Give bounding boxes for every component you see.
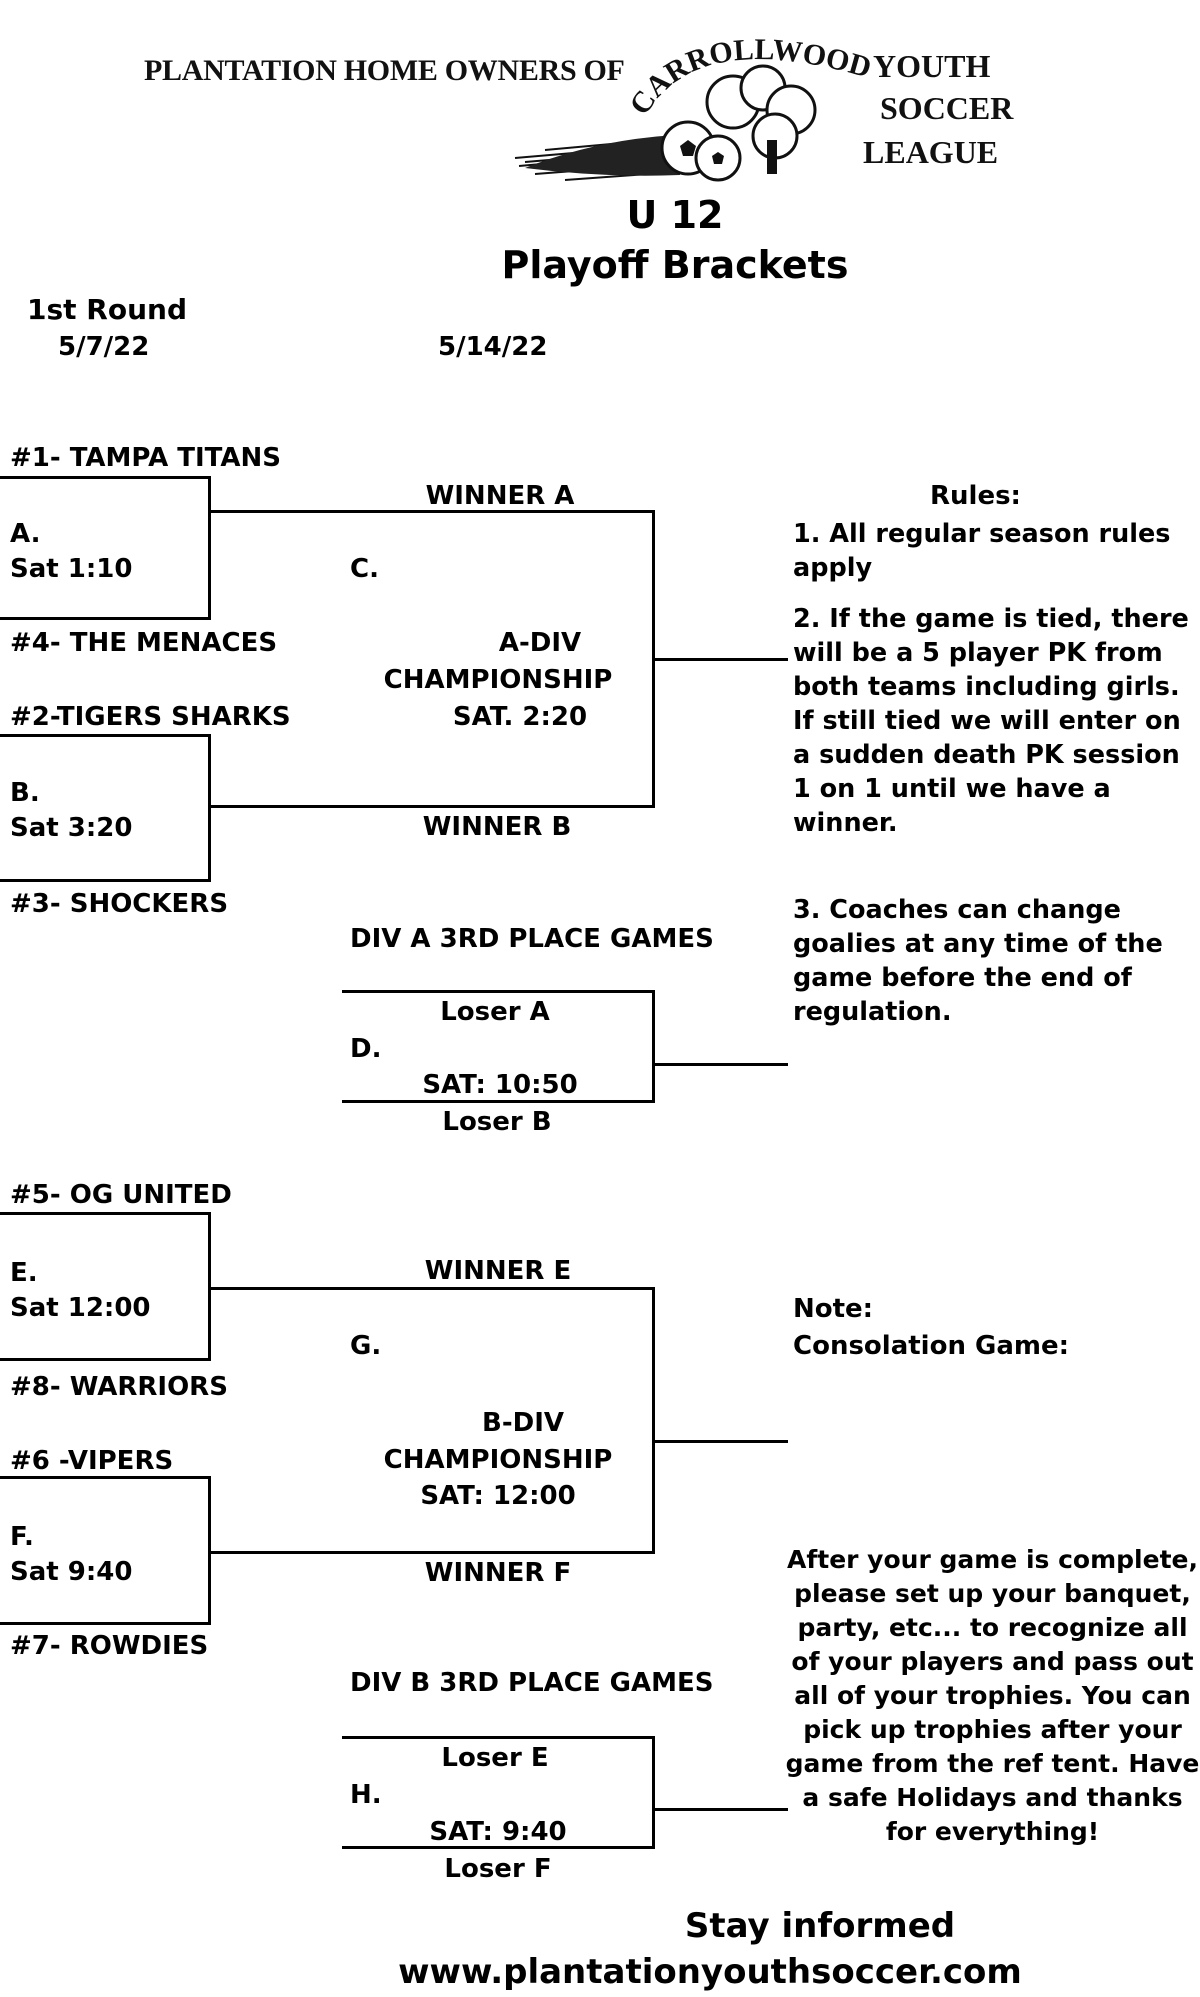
- bracket-line: [0, 1212, 210, 1215]
- bracket-line: [342, 1736, 655, 1739]
- bracket-line: [342, 1846, 655, 1849]
- bracket-line: [209, 1551, 655, 1554]
- consolation-label: Consolation Game:: [793, 1331, 1070, 1361]
- bracket-line: [655, 1440, 788, 1443]
- round-label: 1st Round: [27, 293, 187, 326]
- bracket-line: [342, 990, 655, 993]
- team-vipers: #6 -VIPERS: [10, 1446, 174, 1476]
- rule-2: 2. If the game is tied, there will be a …: [793, 604, 1189, 838]
- game-e-letter: E.: [10, 1258, 38, 1288]
- bracket-line: [655, 1063, 788, 1066]
- age-group-title: U 12: [626, 193, 724, 237]
- logo-right-line1: YOUTH: [873, 48, 991, 84]
- bracket-line: [652, 510, 655, 808]
- team-tampa-titans: #1- TAMPA TITANS: [10, 443, 282, 473]
- winner-f-label: WINNER F: [424, 1558, 572, 1588]
- a-championship-label: CHAMPIONSHIP: [383, 665, 613, 695]
- logo-right-line2: SOCCER: [880, 90, 1014, 126]
- bracket-line: [209, 805, 655, 808]
- team-warriors: #8- WARRIORS: [10, 1372, 228, 1402]
- game-b-time: Sat 3:20: [10, 813, 133, 843]
- game-g-letter: G.: [350, 1331, 382, 1361]
- game-d-letter: D.: [350, 1034, 382, 1064]
- bracket-line: [0, 617, 211, 620]
- game-c-letter: C.: [350, 554, 379, 584]
- game-a-letter: A.: [10, 519, 41, 549]
- svg-text:CARROLLWOOD: CARROLLWOOD: [625, 33, 875, 121]
- note-label: Note:: [793, 1294, 874, 1324]
- winner-b-label: WINNER B: [422, 812, 572, 842]
- logo-arc-text: CARROLLWOOD: [625, 33, 875, 121]
- closing-message: After your game is complete, please set …: [785, 1545, 1200, 1846]
- div-a-third-title: DIV A 3RD PLACE GAMES: [350, 924, 714, 954]
- team-og-united: #5- OG UNITED: [10, 1180, 232, 1210]
- team-the-menaces: #4- THE MENACES: [10, 628, 278, 658]
- bracket-line: [0, 1476, 210, 1479]
- soccer-balls-graphic: [514, 64, 817, 182]
- bracket-line: [655, 658, 788, 661]
- bracket-line: [652, 1736, 655, 1849]
- bracket-line: [209, 1287, 655, 1290]
- stay-informed: Stay informed: [684, 1906, 956, 1946]
- bracket-line: [0, 879, 211, 882]
- game-b-letter: B.: [10, 778, 40, 808]
- rules-heading: Rules:: [930, 481, 1021, 511]
- game-a-time: Sat 1:10: [10, 554, 133, 584]
- bracket-line: [0, 1358, 211, 1361]
- rule-1: 1. All regular season rules apply: [793, 519, 1171, 583]
- bracket-line: [208, 476, 211, 619]
- rule-3: 3. Coaches can change goalies at any tim…: [793, 895, 1163, 1027]
- loser-a-label: Loser A: [440, 997, 550, 1027]
- a-championship-time: SAT. 2:20: [452, 702, 588, 732]
- bracket-line: [652, 1287, 655, 1554]
- bracket-line: [0, 476, 210, 479]
- div-b-third-title: DIV B 3RD PLACE GAMES: [350, 1668, 714, 1698]
- round2-date: 5/14/22: [438, 332, 548, 362]
- bracket-line: [652, 990, 655, 1103]
- game-f-time: Sat 9:40: [10, 1557, 133, 1587]
- div-a-third-time: SAT: 10:50: [422, 1070, 578, 1100]
- game-f-letter: F.: [10, 1522, 34, 1552]
- bracket-line: [655, 1808, 788, 1811]
- b-championship-label: CHAMPIONSHIP: [383, 1445, 613, 1475]
- bracket-line: [208, 1476, 211, 1624]
- winner-e-label: WINNER E: [424, 1256, 572, 1286]
- bracket-line: [0, 734, 210, 737]
- bracket-line: [342, 1100, 655, 1103]
- b-div-label: B-DIV: [482, 1408, 564, 1438]
- team-shockers: #3- SHOCKERS: [10, 889, 229, 919]
- bracket-line: [208, 1212, 211, 1361]
- website-url[interactable]: www.plantationyouthsoccer.com: [398, 1952, 1022, 1992]
- b-championship-time: SAT: 12:00: [420, 1481, 576, 1511]
- bracket-line: [209, 510, 655, 513]
- div-b-third-time: SAT: 9:40: [429, 1817, 567, 1847]
- bracket-line: [0, 1622, 211, 1625]
- logo-left-text: PLANTATION HOME OWNERS OF: [144, 54, 625, 87]
- loser-f-label: Loser F: [444, 1854, 552, 1884]
- round1-date: 5/7/22: [58, 332, 150, 362]
- loser-e-label: Loser E: [441, 1743, 549, 1773]
- loser-b-label: Loser B: [442, 1107, 552, 1137]
- page-title: Playoff Brackets: [501, 243, 849, 287]
- team-tigers-sharks: #2-TIGERS SHARKS: [10, 702, 291, 732]
- winner-a-label: WINNER A: [425, 481, 575, 511]
- game-h-letter: H.: [350, 1780, 382, 1810]
- a-div-label: A-DIV: [498, 628, 582, 658]
- game-e-time: Sat 12:00: [10, 1293, 151, 1323]
- logo-right-line3: LEAGUE: [863, 134, 999, 170]
- team-rowdies: #7- ROWDIES: [10, 1631, 209, 1661]
